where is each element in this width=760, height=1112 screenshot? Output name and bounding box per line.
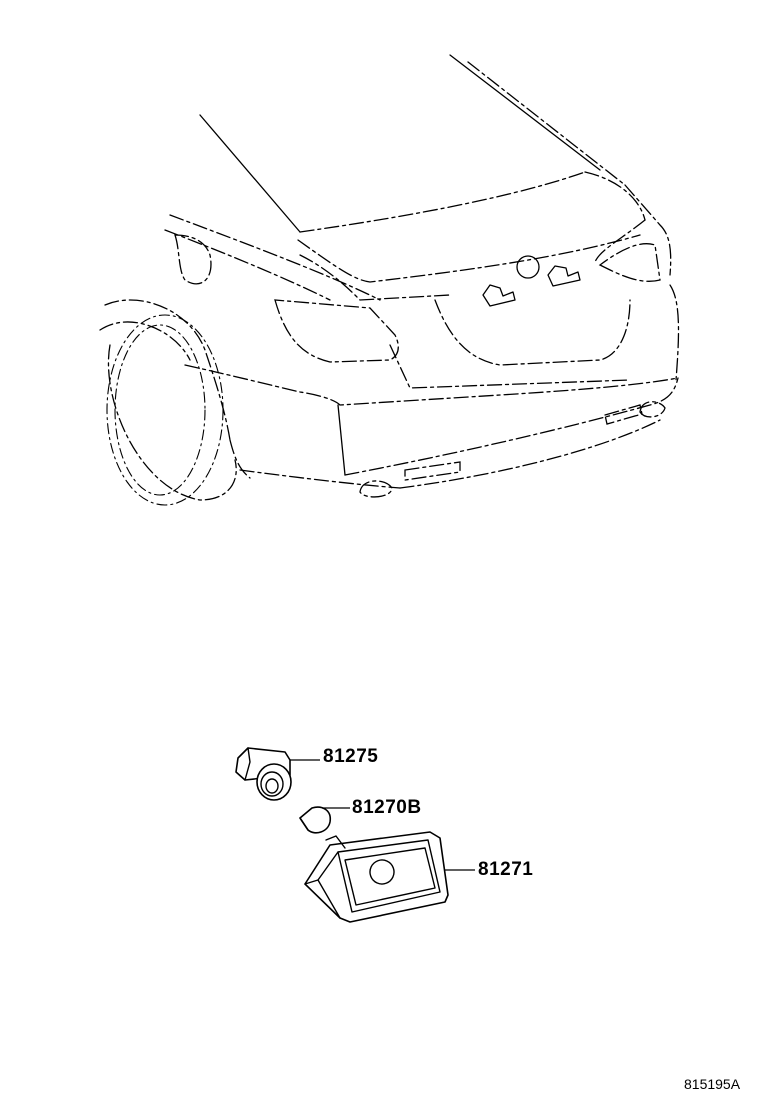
bulb-part — [299, 806, 332, 834]
lamp-socket-part — [235, 747, 292, 801]
callout-81270b[interactable]: 81270B — [352, 797, 422, 818]
callout-81275[interactable]: 81275 — [323, 746, 379, 767]
figure-code: 815195A — [684, 1076, 741, 1092]
callout-81271[interactable]: 81271 — [478, 859, 534, 880]
lamp-housing-part — [304, 831, 449, 923]
